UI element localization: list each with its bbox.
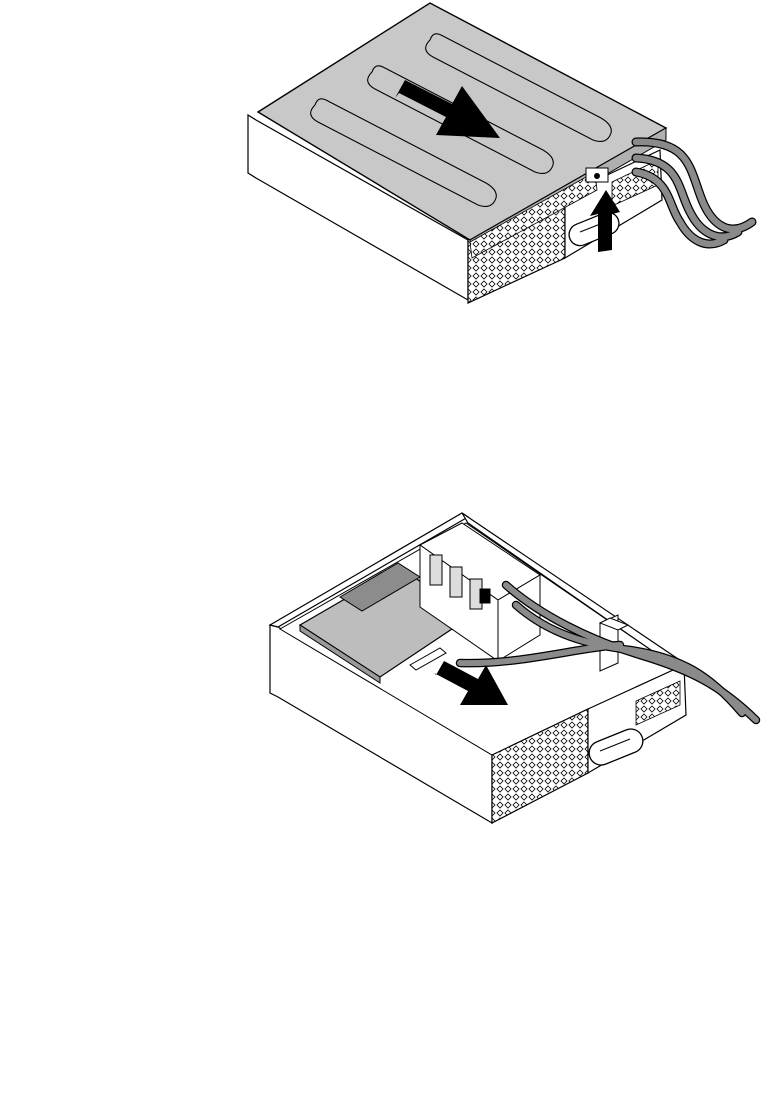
cover-removal-illustration [0, 0, 762, 320]
cover-removal-figure [0, 0, 762, 320]
card-removal-illustration [0, 505, 762, 835]
cover-latch[interactable] [586, 168, 608, 182]
card-removal-figure [0, 505, 762, 835]
